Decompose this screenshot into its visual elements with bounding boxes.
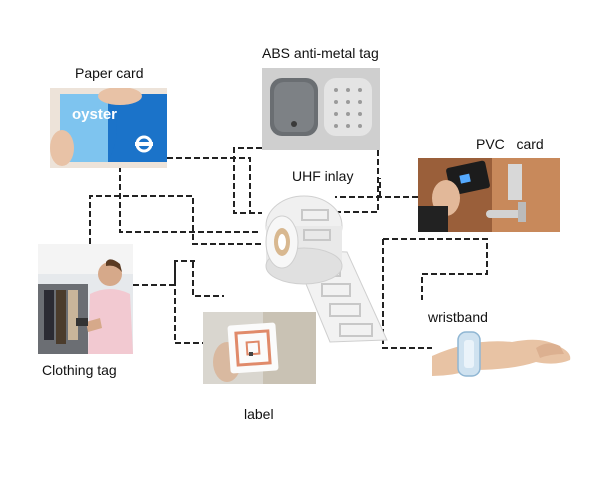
- connector-wristband: [382, 239, 432, 349]
- pvc-card-label: PVC card: [476, 136, 544, 152]
- oyster-card-text: oyster: [72, 106, 117, 123]
- paper-card-image: oyster: [50, 88, 167, 168]
- label-label: label: [244, 406, 274, 422]
- wristband-label: wristband: [428, 309, 488, 325]
- connector-wristband-2: [383, 238, 488, 300]
- connector-clothing-tag: [89, 195, 263, 245]
- connector-clothing-tag-2: [133, 260, 195, 286]
- connector-label-2: [192, 262, 224, 297]
- pvc-card-image: [418, 158, 560, 232]
- paper-card-label: Paper card: [75, 65, 144, 81]
- connector-paper-card: [167, 157, 251, 213]
- label-image: [203, 312, 316, 384]
- connector-label: [174, 262, 203, 344]
- connector-paper-card-2: [119, 166, 258, 233]
- abs-tag-label: ABS anti-metal tag: [262, 45, 379, 61]
- connector-abs-tag-2: [332, 150, 379, 213]
- clothing-tag-label: Clothing tag: [42, 362, 117, 378]
- uhf-inlay-label: UHF inlay: [292, 168, 354, 184]
- clothing-tag-image: [38, 244, 133, 354]
- uhf-inlay-image: [252, 190, 392, 350]
- connector-abs-tag: [233, 147, 262, 214]
- wristband-image: [432, 318, 574, 380]
- abs-tag-image: [262, 68, 380, 150]
